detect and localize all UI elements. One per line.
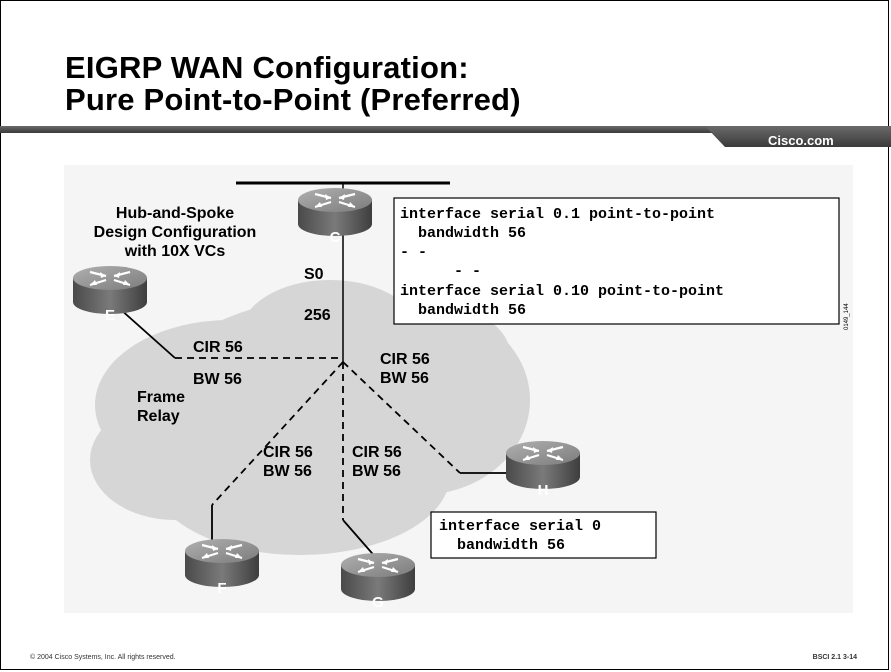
copyright-footer: © 2004 Cisco Systems, Inc. All rights re… [30,654,176,661]
link-e-cir: CIR 56 [193,339,243,356]
router-f[interactable]: F [183,537,261,597]
router-c[interactable]: C [296,186,374,246]
frame-relay-cloud [90,280,530,555]
header-bar [0,126,891,147]
router-h-label: H [538,482,549,499]
hub-label-line-1: Hub-and-Spoke [116,205,234,222]
figure-id: 0149_144 [844,303,850,330]
router-g-label: G [372,594,384,611]
spoke-config-box: interface serial 0 bandwidth 56 [430,511,657,559]
cloud-label-line-2: Relay [137,408,180,425]
router-c-label: C [330,229,341,246]
hub-bandwidth-label: 256 [304,307,331,324]
slide-title-line-1: EIGRP WAN Configuration: [65,50,469,85]
hub-config-line-4: - - [400,263,481,280]
hub-config-line-3: - - [400,244,427,261]
router-e-label: E [105,307,115,324]
hub-config-line-5: interface serial 0.10 point-to-point [400,283,724,300]
spoke-config-line-1: interface serial 0 [439,518,601,535]
link-g-cir: CIR 56 [352,444,402,461]
router-e[interactable]: E [71,264,149,324]
router-f-label: F [217,580,226,597]
hub-and-spoke-label: Hub-and-Spoke Design Configuration with … [94,205,257,260]
link-f-bw: BW 56 [263,463,312,480]
hub-interface-label: S0 [304,266,324,283]
link-h [342,361,508,474]
cloud-label-line-1: Frame [137,389,185,406]
hub-config-line-6: bandwidth 56 [400,302,526,319]
link-g-bw: BW 56 [352,463,401,480]
link-e-bw: BW 56 [193,371,242,388]
hub-label-line-3: with 10X VCs [124,243,226,260]
router-h[interactable]: H [504,439,582,499]
hub-config-line-2: bandwidth 56 [400,225,526,242]
hub-label-line-2: Design Configuration [94,224,257,241]
spoke-config-line-2: bandwidth 56 [439,537,565,554]
link-f-cir: CIR 56 [263,444,313,461]
link-h-cir: CIR 56 [380,351,430,368]
hub-config-line-1: interface serial 0.1 point-to-point [400,206,715,223]
hub-config-box: interface serial 0.1 point-to-point band… [393,197,840,325]
course-page-number: BSCI 2.1 3-14 [812,654,857,661]
slide-title-line-2: Pure Point-to-Point (Preferred) [65,82,521,117]
router-g[interactable]: G [339,551,417,611]
link-h-bw: BW 56 [380,370,429,387]
cisco-com-brand: Cisco.com [768,133,834,148]
